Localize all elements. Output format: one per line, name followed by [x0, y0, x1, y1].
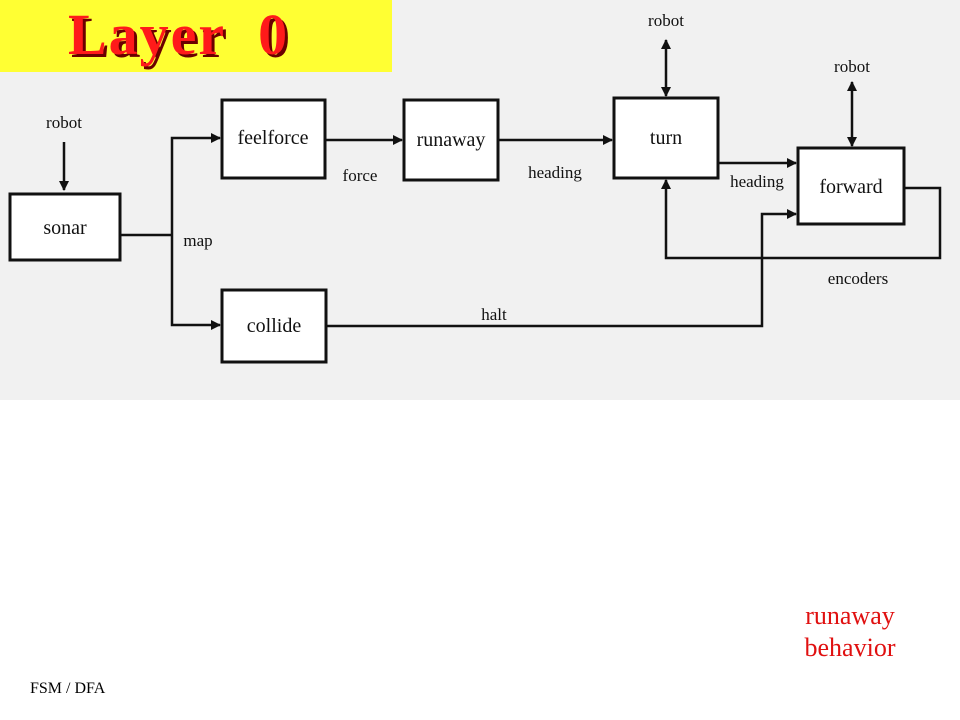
turn-label: turn	[650, 127, 682, 149]
caption-line-1: runaway	[805, 601, 895, 630]
sonar-box	[8, 192, 122, 262]
halt-label: halt	[481, 305, 507, 324]
caption-line-2: behavior	[804, 633, 896, 662]
slide-title: Layer 0	[68, 2, 290, 67]
collide-label: collide	[247, 315, 302, 337]
caption: runaway behavior	[760, 600, 940, 664]
edge-map-collide	[170, 235, 221, 330]
edge-halt	[326, 209, 797, 328]
robot-sonar-label: robot	[46, 113, 82, 132]
heading-forward-label: heading	[730, 172, 784, 191]
turn-box	[612, 96, 720, 180]
footer-text: FSM / DFA	[30, 680, 106, 697]
edge-encoders	[661, 179, 942, 260]
collide-box	[220, 288, 328, 364]
sonar-label: sonar	[43, 217, 87, 239]
forward-label: forward	[819, 176, 882, 198]
layer0-diagram: sonar feelforce runaway turn forward col…	[8, 11, 942, 364]
runaway-label: runaway	[417, 129, 486, 151]
feelforce-label: feelforce	[237, 127, 308, 149]
robot-forward-label: robot	[834, 57, 870, 76]
forward-box	[796, 146, 906, 226]
runaway-box	[402, 98, 500, 182]
map-label: map	[183, 231, 212, 250]
force-label: force	[343, 166, 378, 185]
title-bar	[0, 0, 392, 72]
edge-map-feelforce	[170, 133, 221, 235]
robot-turn-label: robot	[648, 11, 684, 30]
feelforce-box	[220, 98, 327, 180]
heading-turn-label: heading	[528, 163, 582, 182]
encoders-label: encoders	[828, 269, 888, 288]
